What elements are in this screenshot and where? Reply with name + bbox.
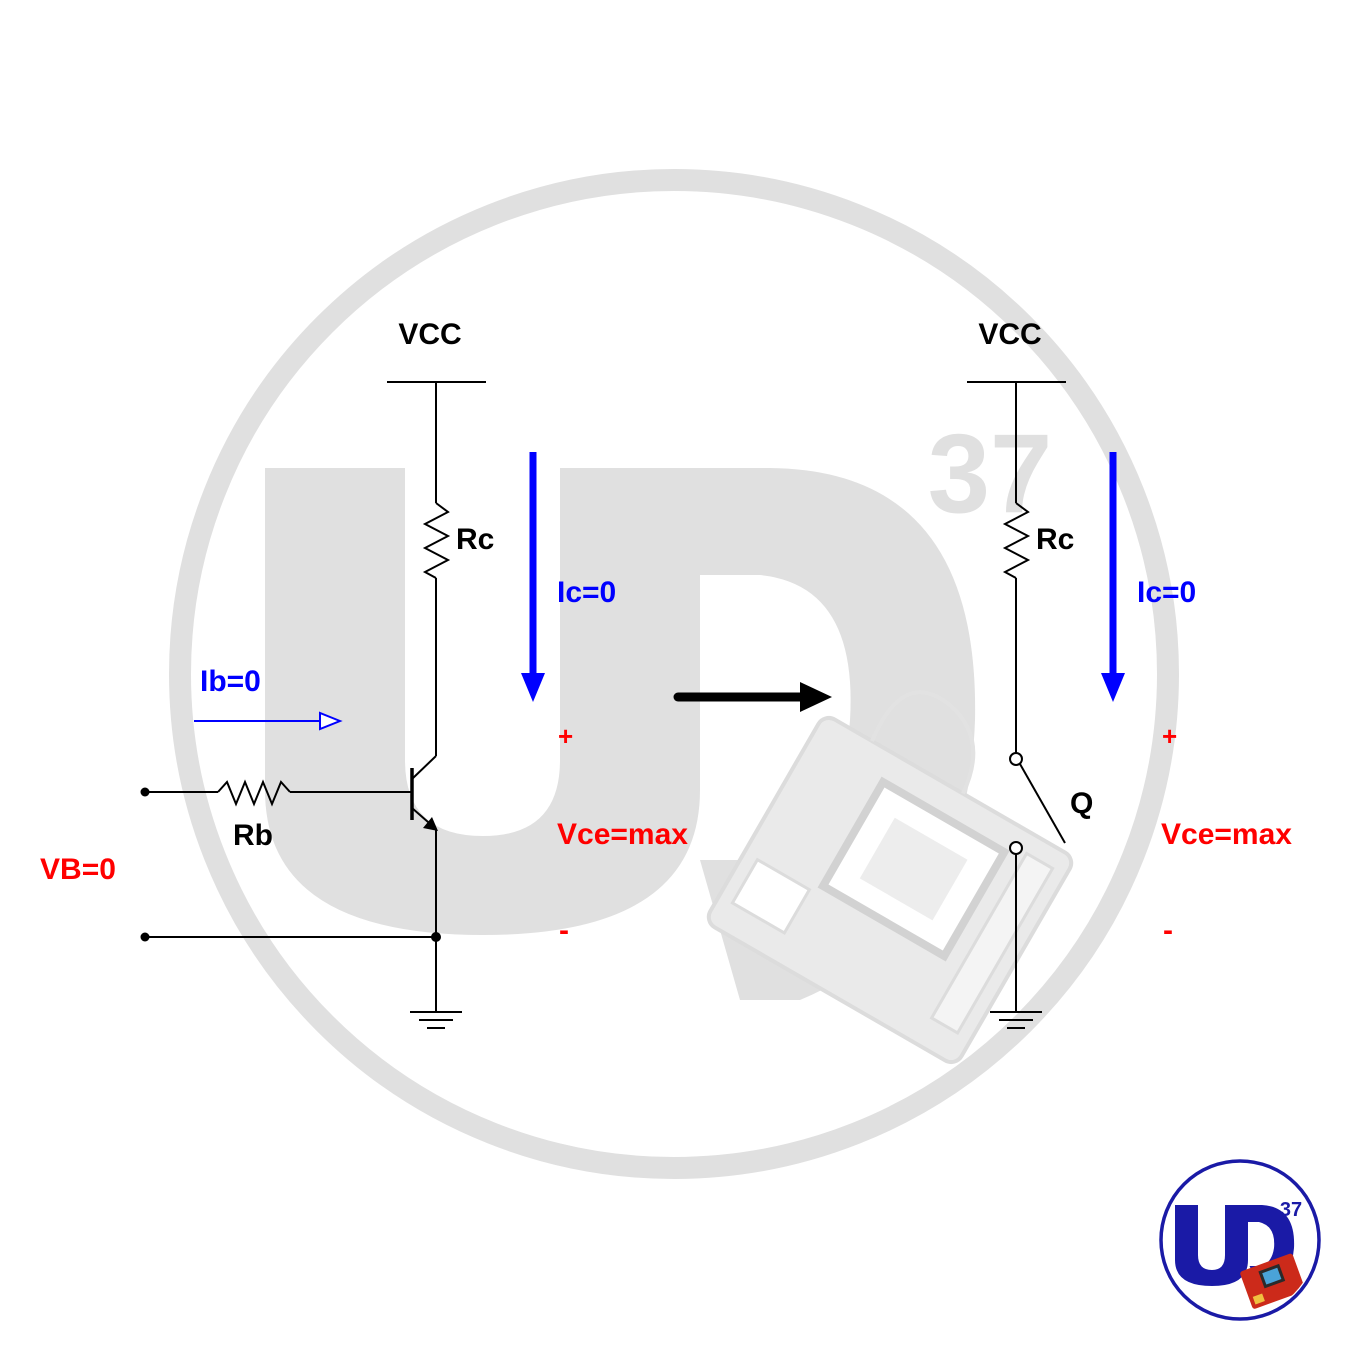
- rb-label: Rb: [233, 819, 273, 852]
- vce-plus-label-right: +: [1162, 721, 1177, 751]
- switch-equivalent-circuit: VCC Rc Q Ic=0 + Vce=max -: [967, 318, 1292, 1029]
- junction-dot: [431, 932, 441, 942]
- rc-resistor: [422, 502, 451, 579]
- transistor-collector-leg: [411, 755, 437, 780]
- vce-label: Vce=max: [557, 818, 688, 851]
- rc-label: Rc: [456, 523, 494, 556]
- vce-label-right: Vce=max: [1161, 818, 1292, 851]
- vcc-label: VCC: [398, 318, 461, 351]
- corner-logo: 37: [1159, 1159, 1321, 1321]
- ic-label: Ic=0: [557, 576, 616, 609]
- logo-board-icon: [1240, 1253, 1305, 1309]
- equivalence-arrow-icon: [673, 682, 832, 712]
- ground-symbol-icon: [410, 1011, 462, 1029]
- switch-label: Q: [1070, 787, 1093, 820]
- ic-arrow-icon: [521, 452, 545, 702]
- vce-minus-label: -: [559, 914, 569, 947]
- ic-label-right: Ic=0: [1137, 576, 1196, 609]
- emitter-arrow-icon: [423, 817, 438, 831]
- npn-transistor: [410, 755, 438, 831]
- watermark-superscript: 37: [928, 411, 1053, 536]
- logo-letter-u: [1175, 1205, 1248, 1286]
- ib-arrow-icon: [194, 711, 343, 731]
- watermark-letter-u: [265, 468, 700, 935]
- watermark: 37: [169, 169, 1179, 1179]
- ib-label: Ib=0: [200, 665, 261, 698]
- rb-resistor: [217, 779, 291, 807]
- ic-arrow-right-icon: [1101, 452, 1125, 702]
- rc-resistor-right: [1002, 502, 1031, 579]
- vce-minus-label-right: -: [1163, 914, 1173, 947]
- vcc-label-right: VCC: [978, 318, 1041, 351]
- vce-plus-label: +: [558, 721, 573, 751]
- ground-symbol-right-icon: [990, 1011, 1042, 1029]
- logo-superscript: 37: [1280, 1199, 1302, 1221]
- watermark-ring: [169, 169, 1179, 1179]
- vb-label: VB=0: [40, 853, 116, 886]
- transistor-circuit: VCC Rc Rb VB=0 Ib=0: [40, 318, 688, 1029]
- rc-label-right: Rc: [1036, 523, 1074, 556]
